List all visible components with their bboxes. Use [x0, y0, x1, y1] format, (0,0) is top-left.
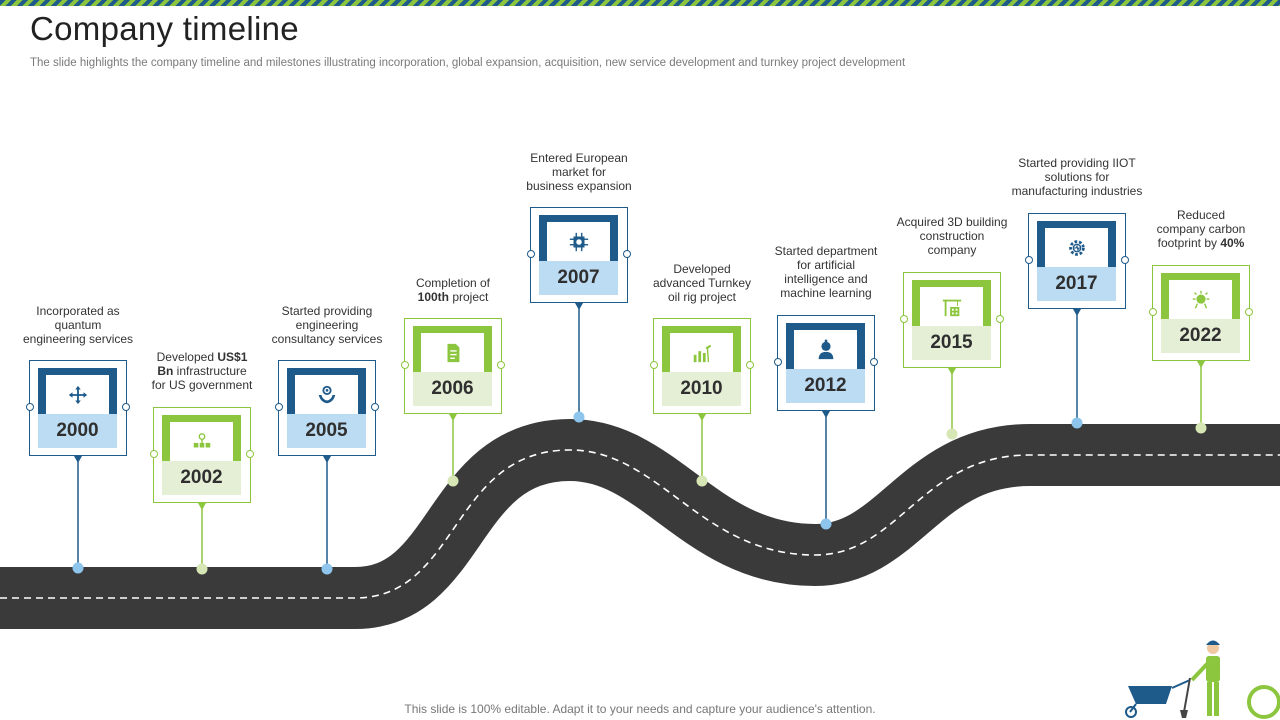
milestone-year: 2015: [912, 326, 991, 360]
milestone-card-2015: 2015: [900, 272, 1004, 368]
milestone-card-2002: 2002: [150, 407, 254, 503]
milestone-card-2017: 2017: [1025, 213, 1129, 309]
road-marker-2010: [696, 475, 708, 487]
road-marker-2022: [1195, 422, 1207, 434]
card-right-dot: [746, 361, 754, 369]
milestone-year: 2006: [413, 372, 492, 406]
card-left-dot: [26, 403, 34, 411]
road-marker-2000: [72, 562, 84, 574]
page-subtitle: The slide highlights the company timelin…: [30, 57, 906, 69]
card-right-dot: [1245, 308, 1253, 316]
carbon-icon: [1192, 290, 1209, 309]
card-right-dot: [870, 358, 878, 366]
card-icon-box: [421, 333, 484, 373]
card-icon-box: [547, 222, 610, 262]
connector-pointer-2000: [74, 456, 82, 463]
ai-head-icon: [818, 339, 833, 360]
card-right-dot: [371, 403, 379, 411]
card-left-dot: [650, 361, 658, 369]
card-right-dot: [996, 315, 1004, 323]
milestone-year: 2002: [162, 461, 241, 495]
connector-pointer-2010: [698, 414, 706, 421]
milestone-card-2000: 2000: [26, 360, 130, 456]
milestone-card-2012: 2012: [774, 315, 878, 411]
page-title: Company timeline: [30, 10, 299, 47]
chip-icon: [569, 232, 588, 252]
document-icon: [447, 343, 459, 363]
milestone-year: 2007: [539, 261, 618, 295]
infrastructure-icon: [193, 433, 210, 448]
milestone-year: 2010: [662, 372, 741, 406]
milestone-year: 2000: [38, 414, 117, 448]
card-icon-box: [794, 330, 857, 370]
connector-pointer-2015: [948, 368, 956, 375]
road-marker-2015: [946, 428, 958, 440]
road-marker-2006: [447, 475, 459, 487]
connector-pointer-2022: [1197, 361, 1205, 368]
card-right-dot: [497, 361, 505, 369]
footer-note: This slide is 100% editable. Adapt it to…: [404, 702, 876, 716]
arrows-move-icon: [68, 385, 87, 405]
card-right-dot: [623, 250, 631, 258]
card-left-dot: [401, 361, 409, 369]
card-right-dot: [246, 450, 254, 458]
milestone-connectors: [72, 303, 1207, 575]
milestone-year: 2005: [287, 414, 366, 448]
connector-pointer-2007: [575, 303, 583, 310]
card-icon-box: [295, 375, 358, 415]
connector-pointer-2006: [449, 414, 457, 421]
road-marker-2012: [820, 518, 832, 530]
card-left-dot: [527, 250, 535, 258]
milestone-year: 2012: [786, 369, 865, 403]
milestone-card-2010: 2010: [650, 318, 754, 414]
oil-rig-icon: [693, 344, 711, 363]
milestone-card-2022: 2022: [1149, 265, 1253, 361]
iot-gear-icon: [1068, 240, 1085, 256]
connector-pointer-2012: [822, 411, 830, 418]
road-marker-2005: [321, 563, 333, 575]
milestone-card-2006: 2006: [401, 318, 505, 414]
road-marker-2017: [1071, 417, 1083, 429]
milestone-year: 2017: [1037, 267, 1116, 301]
card-icon-box: [1045, 228, 1108, 268]
top-decorative-stripe: [0, 0, 1280, 6]
card-icon-box: [46, 375, 109, 415]
card-icon-box: [670, 333, 733, 373]
connector-pointer-2005: [323, 456, 331, 463]
crane-building-icon: [942, 299, 961, 317]
card-left-dot: [1025, 256, 1033, 264]
connector-pointer-2017: [1073, 309, 1081, 316]
hands-gear-icon: [318, 385, 335, 404]
card-left-dot: [774, 358, 782, 366]
connector-pointer-2002: [198, 503, 206, 510]
card-left-dot: [275, 403, 283, 411]
corner-ring-decoration: [1247, 685, 1280, 719]
road-center-dashes: [0, 449, 1280, 599]
road-marker-2002: [196, 563, 208, 575]
card-icon-box: [920, 287, 983, 327]
road-marker-2007: [573, 411, 585, 423]
milestone-card-2007: 2007: [527, 207, 631, 303]
card-left-dot: [900, 315, 908, 323]
card-right-dot: [1121, 256, 1129, 264]
milestone-year: 2022: [1161, 319, 1240, 353]
milestone-card-2005: 2005: [275, 360, 379, 456]
card-left-dot: [150, 450, 158, 458]
card-icon-box: [1169, 280, 1232, 320]
card-icon-box: [170, 422, 233, 462]
card-right-dot: [122, 403, 130, 411]
worker-illustration: [1125, 640, 1220, 718]
card-left-dot: [1149, 308, 1157, 316]
